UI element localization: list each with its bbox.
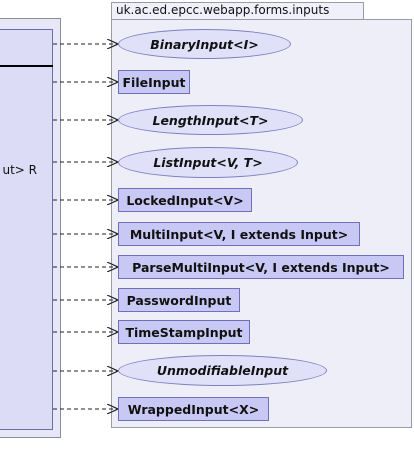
interface-lengthinput[interactable]: LengthInput<T> bbox=[118, 105, 303, 135]
source-class-body bbox=[0, 29, 53, 430]
class-timestampinput[interactable]: TimeStampInput bbox=[118, 320, 250, 344]
source-class-text: ut> R bbox=[2, 163, 37, 177]
class-multiinput[interactable]: MultiInput<V, I extends Input> bbox=[118, 222, 360, 246]
interface-binaryinput[interactable]: BinaryInput<I> bbox=[118, 29, 291, 59]
interface-unmodifiableinput[interactable]: UnmodifiableInput bbox=[118, 355, 327, 386]
class-lockedinput[interactable]: LockedInput<V> bbox=[118, 188, 252, 212]
class-parsemultiinput[interactable]: ParseMultiInput<V, I extends Input> bbox=[118, 255, 404, 279]
package-name: uk.ac.ed.epcc.webapp.forms.inputs bbox=[116, 3, 330, 17]
source-class-separator bbox=[0, 65, 53, 67]
class-passwordinput[interactable]: PasswordInput bbox=[118, 288, 240, 312]
class-fileinput[interactable]: FileInput bbox=[118, 70, 190, 94]
class-wrappedinput[interactable]: WrappedInput<X> bbox=[118, 397, 269, 421]
interface-listinput[interactable]: ListInput<V, T> bbox=[118, 147, 298, 178]
